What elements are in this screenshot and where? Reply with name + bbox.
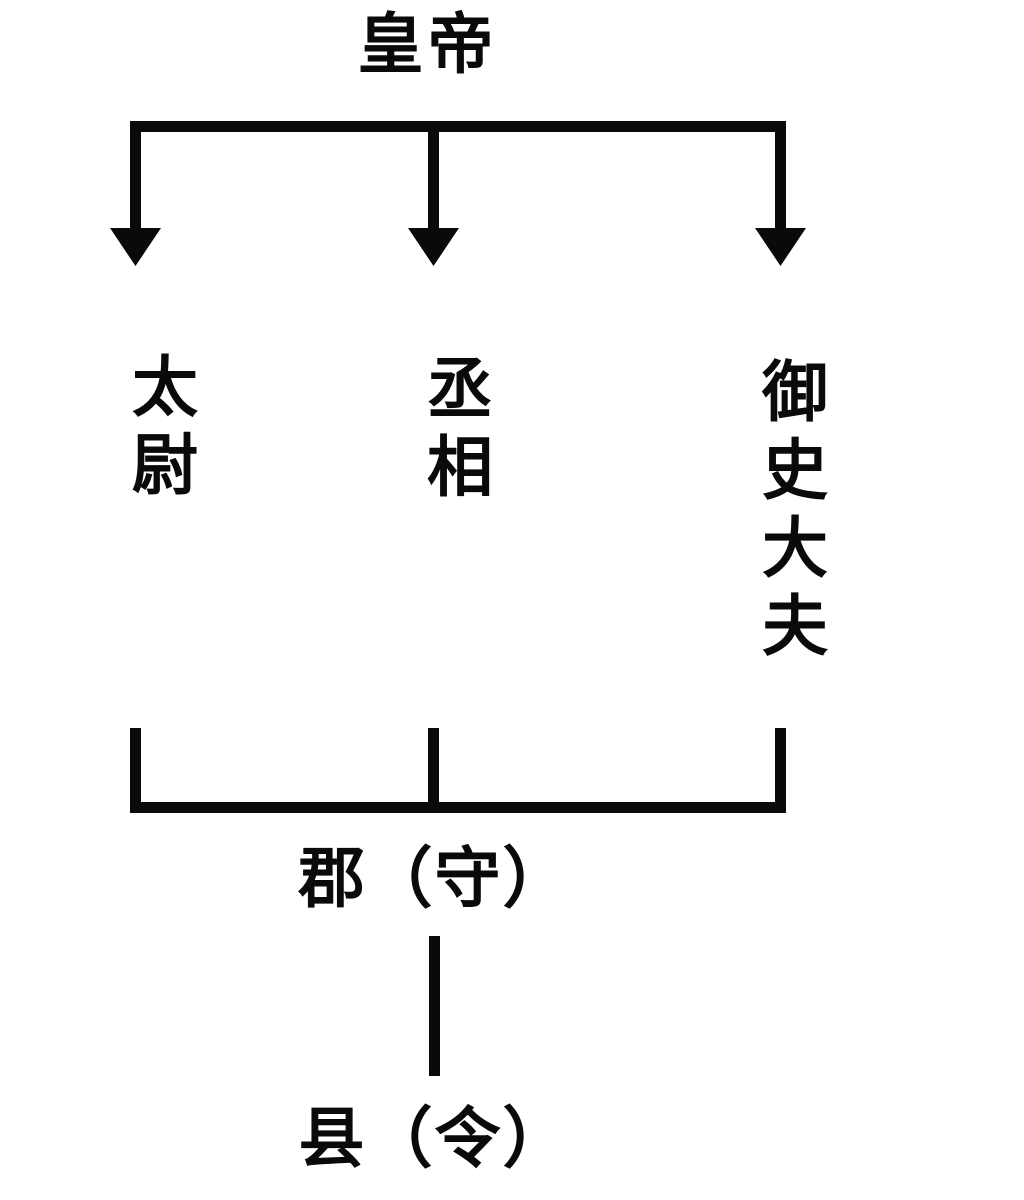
arrowhead-taiwei <box>110 228 161 266</box>
top-branch-connector <box>110 121 806 266</box>
link-jun-to-xian <box>429 936 440 1076</box>
bracket-stem-right <box>775 728 786 810</box>
node-taiwei: 太尉 <box>121 352 198 508</box>
node-jun: 郡（守） <box>298 840 571 917</box>
node-emperor: 皇帝 <box>357 6 498 83</box>
bracket-bottom-bar <box>130 802 786 813</box>
stem-to-taiwei <box>130 121 141 231</box>
node-xian: 县（令） <box>298 1100 571 1177</box>
bracket-stem-left <box>130 728 141 810</box>
stem-to-chengxiang <box>428 121 439 231</box>
node-yushidafu: 御史大夫 <box>751 357 828 669</box>
top-bus-bar <box>130 121 786 132</box>
stem-to-yushidafu <box>775 121 786 231</box>
bracket-stem-middle <box>428 728 439 810</box>
bottom-merge-bracket <box>130 728 786 813</box>
arrowhead-yushidafu <box>755 228 806 266</box>
node-chengxiang: 丞相 <box>416 354 493 510</box>
arrowhead-chengxiang <box>408 228 459 266</box>
